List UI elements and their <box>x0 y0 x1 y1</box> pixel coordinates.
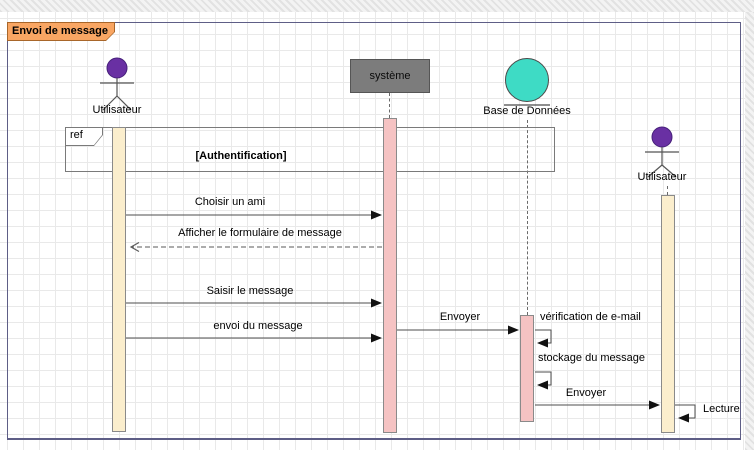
message-label-saisir-message[interactable]: Saisir le message <box>206 285 294 297</box>
entity-circle <box>505 58 549 102</box>
actor-icon-right[interactable] <box>632 125 692 183</box>
lifeline-name-user-right[interactable]: Utilisateur <box>637 171 687 183</box>
message-label-lecture[interactable]: Lecture <box>703 403 740 415</box>
actor-leg-right <box>116 95 132 111</box>
ref-keyword: ref <box>66 128 102 145</box>
lifeline-user-right-dash <box>667 186 669 195</box>
message-label-envoyer-1[interactable]: Envoyer <box>439 311 481 323</box>
message-label-verification-email[interactable]: vérification de e-mail <box>540 311 641 323</box>
lifeline-database-dash <box>527 120 529 315</box>
activation-bar-user-right[interactable] <box>661 195 675 433</box>
actor-leg-left <box>647 164 663 178</box>
message-label-envoyer-2[interactable]: Envoyer <box>565 387 607 399</box>
lifeline-name-user-left[interactable]: Utilisateur <box>92 104 142 116</box>
message-arrow-verification-email[interactable] <box>535 329 552 348</box>
diagram-frame[interactable] <box>7 22 741 440</box>
ref-fragment-pentagon[interactable]: ref <box>65 127 103 146</box>
entity-icon-database[interactable] <box>500 54 556 108</box>
actor-icon-left[interactable] <box>87 56 147 114</box>
actor-leg-left <box>102 95 118 111</box>
message-label-stockage-message[interactable]: stockage du message <box>538 352 646 364</box>
lifeline-name-database[interactable]: Base de Données <box>483 105 571 117</box>
activation-bar-system[interactable] <box>383 118 397 433</box>
message-arrow-lecture[interactable] <box>675 404 696 423</box>
diagram-title-tab[interactable]: Envoi de message <box>7 22 115 41</box>
ref-fragment[interactable] <box>65 127 555 172</box>
lifeline-system-dash <box>389 93 391 118</box>
lifeline-system-box[interactable]: système <box>350 59 430 93</box>
message-arrow-stockage-message[interactable] <box>535 371 552 390</box>
ref-fragment-label[interactable]: [Authentification] <box>195 150 287 162</box>
canvas-edge-top <box>0 0 754 12</box>
diagram-title: Envoi de message <box>8 23 114 40</box>
activation-bar-database[interactable] <box>520 315 534 422</box>
actor-leg-right <box>661 164 677 178</box>
canvas-edge-right <box>745 12 754 450</box>
message-label-envoi-message[interactable]: envoi du message <box>213 320 303 332</box>
activation-bar-user-left[interactable] <box>112 127 126 432</box>
message-label-choisir-un-ami[interactable]: Choisir un ami <box>194 196 266 208</box>
message-label-afficher-formulaire[interactable]: Afficher le formulaire de message <box>178 227 342 239</box>
